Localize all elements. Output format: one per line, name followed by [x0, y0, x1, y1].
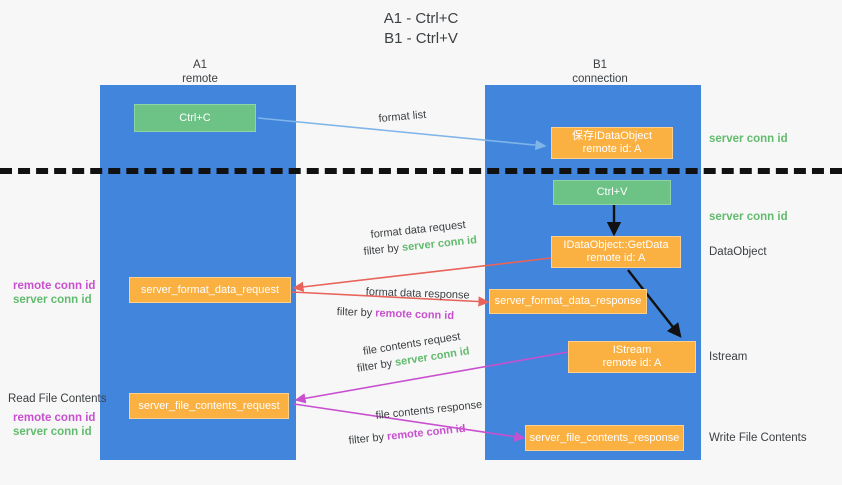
- lane-header-b1: B1 connection: [530, 58, 670, 86]
- box-server-file-contents-response-label: server_file_contents_response: [529, 431, 680, 444]
- filter-remote-conn-id-2: remote conn id: [386, 422, 467, 443]
- box-server-format-data-response-label: server_format_data_response: [494, 295, 642, 307]
- box-save-idataobject-line2: remote id: A: [582, 143, 642, 155]
- box-idataobject-getdata[interactable]: IDataObject::GetData remote id: A: [551, 236, 681, 268]
- left-label-read-file-contents: Read File Contents: [8, 393, 107, 405]
- box-server-file-contents-request[interactable]: server_file_contents_request: [129, 393, 289, 419]
- filter-by-label-1: filter by: [363, 242, 400, 258]
- lane-b1-sub: connection: [572, 73, 628, 85]
- caption-format-list: format list: [378, 108, 427, 126]
- box-ctrl-v[interactable]: Ctrl+V: [553, 180, 671, 205]
- caption-file-contents-response-text: file contents response: [375, 398, 483, 422]
- right-label-server-conn-id-mid: server conn id: [709, 211, 788, 223]
- box-server-file-contents-request-label: server_file_contents_request: [138, 399, 280, 412]
- filter-by-label-2: filter by: [336, 305, 373, 320]
- caption-format-data-response: format data response: [366, 285, 470, 303]
- caption-format-data-response-filter: filter by remote conn id: [337, 305, 455, 323]
- box-getdata-line1: IDataObject::GetData: [563, 239, 669, 251]
- left-label-server-conn-id-1: server conn id: [13, 294, 92, 306]
- box-save-idataobject-line1: 保存IDataObject: [571, 130, 653, 142]
- left-label-remote-conn-id-2: remote conn id: [13, 412, 96, 424]
- box-save-idataobject[interactable]: 保存IDataObject remote id: A: [551, 127, 673, 159]
- caption-file-contents-response-filter: filter by remote conn id: [348, 422, 466, 448]
- box-ctrl-v-label: Ctrl+V: [596, 186, 628, 198]
- box-getdata-line2: remote id: A: [586, 252, 646, 264]
- box-server-format-data-response[interactable]: server_format_data_response: [489, 289, 647, 314]
- box-ctrl-c[interactable]: Ctrl+C: [134, 104, 256, 132]
- box-istream-line1: IStream: [612, 344, 652, 356]
- filter-by-label-3: filter by: [356, 357, 394, 375]
- right-label-server-conn-id-top: server conn id: [709, 133, 788, 145]
- filter-remote-conn-id-1: remote conn id: [375, 307, 455, 323]
- lane-a1-name: A1: [192, 59, 208, 71]
- box-ctrl-c-label: Ctrl+C: [179, 111, 211, 124]
- lane-b1-name: B1: [592, 59, 608, 71]
- left-label-remote-conn-id-1: remote conn id: [13, 280, 96, 292]
- lane-a1-sub: remote: [182, 73, 218, 85]
- right-label-data-object: DataObject: [709, 246, 767, 258]
- filter-by-label-4: filter by: [348, 431, 385, 447]
- box-server-format-data-request[interactable]: server_format_data_request: [129, 277, 291, 303]
- caption-file-contents-response: file contents response: [375, 398, 483, 423]
- title-line-2: B1 - Ctrl+V: [384, 30, 458, 47]
- caption-format-list-text: format list: [378, 108, 427, 125]
- left-label-server-conn-id-2: server conn id: [13, 426, 92, 438]
- right-label-write-file-contents: Write File Contents: [709, 432, 807, 444]
- page-title: A1 - Ctrl+C B1 - Ctrl+V: [0, 9, 842, 49]
- box-istream[interactable]: IStream remote id: A: [568, 341, 696, 373]
- caption-format-data-response-text: format data response: [365, 285, 470, 302]
- box-server-format-data-request-label: server_format_data_request: [140, 283, 280, 296]
- right-label-istream: Istream: [709, 351, 748, 363]
- box-istream-line2: remote id: A: [602, 357, 662, 369]
- lane-header-a1: A1 remote: [140, 58, 260, 86]
- box-server-file-contents-response[interactable]: server_file_contents_response: [525, 425, 684, 451]
- phase-divider: [0, 168, 842, 174]
- title-line-1: A1 - Ctrl+C: [383, 10, 459, 27]
